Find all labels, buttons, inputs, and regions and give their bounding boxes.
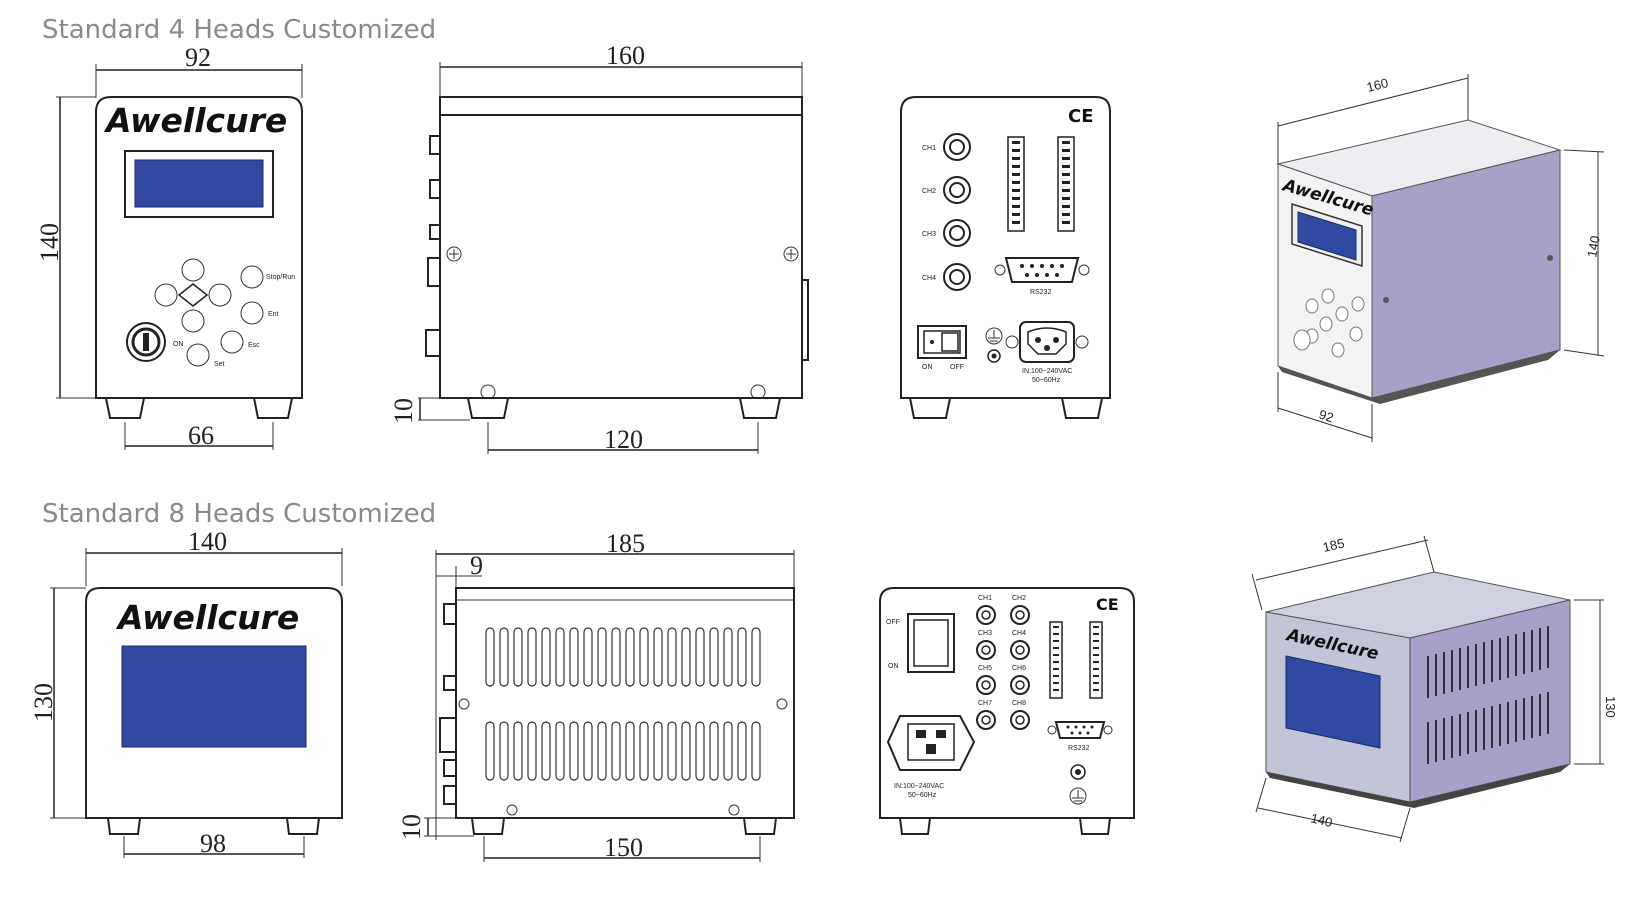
ac-inlet-icon — [1005, 321, 1089, 363]
power8-input-label: IN:100~240VAC — [894, 783, 944, 790]
svg-text:CH5: CH5 — [978, 665, 992, 672]
channel-connector-icon: CH1 CH2 CH3 CH4 — [922, 133, 971, 291]
front-width-dim: 92 — [185, 43, 211, 72]
ce-mark: CE — [1068, 106, 1094, 127]
svg-text:CH8: CH8 — [1012, 700, 1026, 707]
stop-run-label: Stop/Run — [266, 274, 295, 281]
section-title-8-heads: Standard 8 Heads Customized — [42, 499, 436, 529]
front8-width-dim: 140 — [188, 527, 227, 556]
power-switch-icon — [917, 325, 967, 359]
front-view-8-heads: 140 130 Awellcure 98 — [29, 527, 343, 858]
front-view-4-heads: 92 140 Awellcure Stop/Run Ent Esc Set ON — [35, 43, 303, 450]
iso8-length-dim: 185 — [1321, 535, 1346, 554]
svg-text:CH3: CH3 — [922, 231, 936, 238]
isometric-view-8-heads: Awellcure 185 130 140 — [1251, 535, 1618, 843]
svg-text:CH2: CH2 — [922, 188, 936, 195]
rs232-port8-icon — [1047, 721, 1113, 739]
on-label: ON — [173, 341, 184, 348]
svg-text:CH1: CH1 — [978, 595, 992, 602]
esc-label: Esc — [248, 342, 260, 349]
iso-height-dim: 140 — [1584, 235, 1603, 259]
side8-top-dim: 9 — [470, 551, 483, 580]
back-view-4-heads: CE CH1 CH2 CH3 CH4 RS232 — [900, 96, 1111, 419]
rs232-8-label: RS232 — [1068, 745, 1090, 752]
ground-icon — [985, 327, 1003, 363]
rs232-label: RS232 — [1030, 289, 1052, 296]
ac-inlet8-icon — [886, 715, 976, 771]
ent-label: Ent — [268, 311, 279, 318]
svg-text:CH2: CH2 — [1012, 595, 1026, 602]
terminal-block-icon — [1007, 136, 1075, 232]
front8-height-dim: 130 — [29, 683, 58, 722]
svg-text:CH4: CH4 — [1012, 630, 1026, 637]
iso-width-dim: 92 — [1317, 407, 1335, 426]
svg-text:CH4: CH4 — [922, 275, 936, 282]
front-feet-dim: 66 — [188, 421, 214, 450]
front8-feet-dim: 98 — [200, 829, 226, 858]
iso8-height-dim: 130 — [1603, 696, 1618, 718]
back-off-label: OFF — [950, 364, 964, 371]
ce8-mark: CE — [1096, 595, 1119, 614]
side-view-8-heads: 9 185 10 150 — [397, 529, 795, 862]
ground8-icon — [1069, 787, 1087, 805]
power8-freq-label: 50~60Hz — [908, 792, 937, 799]
back8-off-label: OFF — [886, 619, 900, 626]
svg-text:CH7: CH7 — [978, 700, 992, 707]
isometric-view-4-heads: Awellcure 160 140 92 — [1276, 74, 1605, 442]
side8-feet-dim: 150 — [604, 833, 643, 862]
set-label: Set — [214, 361, 225, 368]
lcd-screen — [134, 159, 264, 208]
side-feet-dim: 120 — [604, 425, 643, 454]
svg-text:CH6: CH6 — [1012, 665, 1026, 672]
side-foot-dim: 10 — [389, 398, 418, 424]
back-view-8-heads: CE OFF ON CH1 CH2 CH3 CH4 CH5 CH6 CH7 CH… — [879, 587, 1135, 835]
terminal-block8-icon — [1049, 621, 1103, 699]
front-height-dim: 140 — [35, 223, 64, 262]
power-switch8-icon — [907, 613, 955, 673]
svg-text:CH3: CH3 — [978, 630, 992, 637]
channel8-connector-icon: CH1 CH2 CH3 CH4 CH5 CH6 CH7 CH8 — [976, 595, 1030, 730]
section-title-4-heads: Standard 4 Heads Customized — [42, 15, 436, 45]
power-input-label: IN:100~240VAC — [1022, 368, 1072, 375]
side8-foot-dim: 10 — [397, 814, 426, 840]
svg-text:CH1: CH1 — [922, 145, 936, 152]
back-on-label: ON — [922, 364, 933, 371]
iso-length-dim: 160 — [1365, 75, 1390, 95]
lcd8-screen — [121, 645, 307, 748]
side-view-4-heads: 160 10 120 — [389, 41, 809, 454]
side8-length-dim: 185 — [606, 529, 645, 558]
iso8-width-dim: 140 — [1309, 810, 1334, 830]
side-length-dim: 160 — [606, 41, 645, 70]
front8-logo: Awellcure — [115, 598, 299, 637]
front-logo: Awellcure — [103, 101, 287, 140]
power-freq-label: 50~60Hz — [1032, 377, 1061, 384]
rs232-port-icon — [994, 257, 1090, 283]
back8-on-label: ON — [888, 663, 899, 670]
